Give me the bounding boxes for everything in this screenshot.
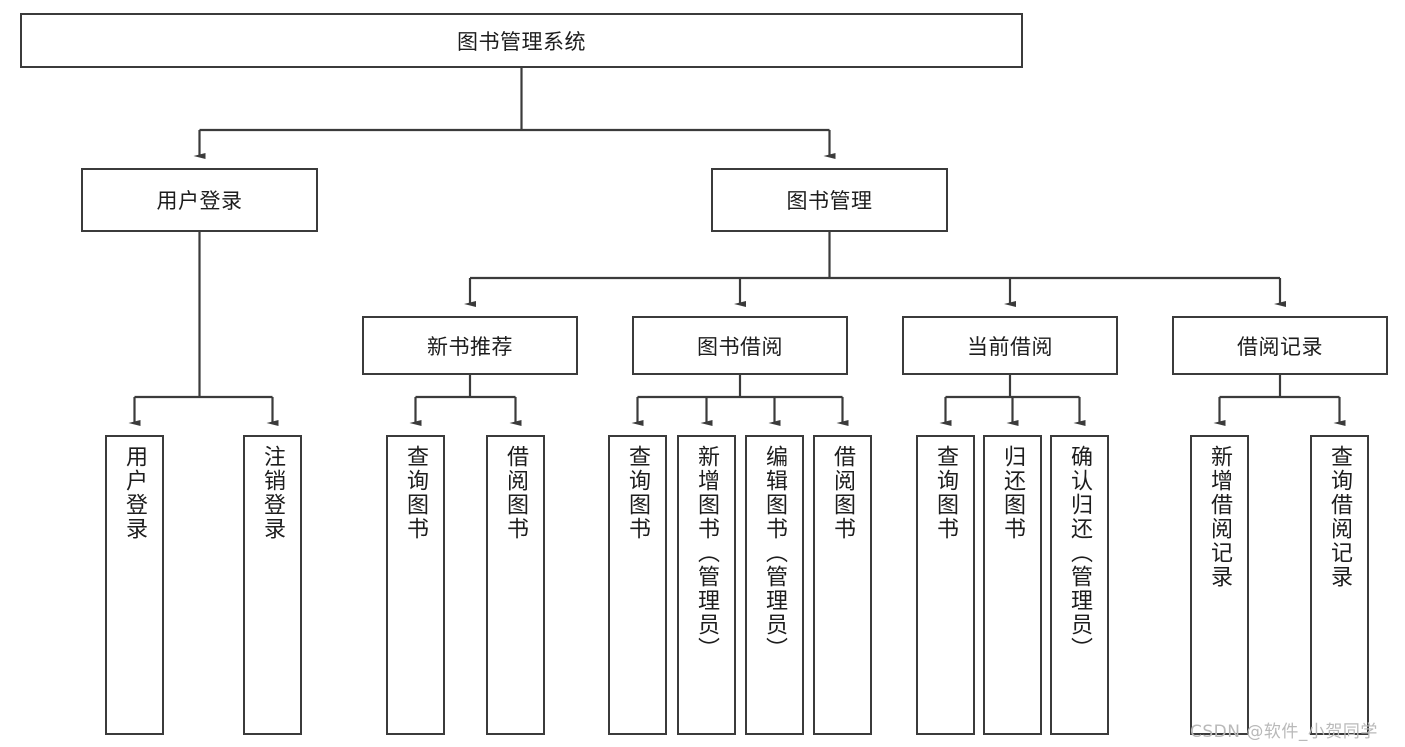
node-label: 编辑图书（管理员） xyxy=(762,445,788,661)
node-leaf-add-borrow-record[interactable]: 新增借阅记录 xyxy=(1190,435,1249,735)
node-label: 新增图书（管理员） xyxy=(694,445,720,661)
node-leaf-query-book-current[interactable]: 查询图书 xyxy=(916,435,975,735)
node-current-borrow[interactable]: 当前借阅 xyxy=(902,316,1118,375)
node-label: 新增借阅记录 xyxy=(1207,445,1233,589)
node-leaf-query-book-rec[interactable]: 查询图书 xyxy=(386,435,445,735)
node-label: 图书管理 xyxy=(786,189,873,213)
node-label: 查询图书 xyxy=(625,445,651,541)
node-leaf-borrow-book[interactable]: 借阅图书 xyxy=(813,435,872,735)
node-label: 借阅图书 xyxy=(503,445,529,541)
node-label: 归还图书 xyxy=(1000,445,1026,541)
node-book-manage[interactable]: 图书管理 xyxy=(711,168,948,232)
node-label: 图书借阅 xyxy=(697,334,783,359)
node-label: 图书管理系统 xyxy=(457,29,586,54)
node-label: 注销登录 xyxy=(260,445,286,541)
node-leaf-user-login[interactable]: 用户登录 xyxy=(105,435,164,735)
node-new-book-recommend[interactable]: 新书推荐 xyxy=(362,316,578,375)
node-leaf-borrow-book-rec[interactable]: 借阅图书 xyxy=(486,435,545,735)
node-leaf-add-book-admin[interactable]: 新增图书（管理员） xyxy=(677,435,736,735)
node-label: 查询图书 xyxy=(403,445,429,541)
node-label: 用户登录 xyxy=(156,189,243,213)
node-label: 查询借阅记录 xyxy=(1327,445,1353,589)
csdn-watermark: CSDN @软件_小贺同学 xyxy=(1190,722,1378,742)
node-leaf-return-book[interactable]: 归还图书 xyxy=(983,435,1042,735)
node-label: 查询图书 xyxy=(933,445,959,541)
node-user-login[interactable]: 用户登录 xyxy=(81,168,318,232)
node-borrow-record[interactable]: 借阅记录 xyxy=(1172,316,1388,375)
node-label: 新书推荐 xyxy=(427,334,513,359)
node-leaf-edit-book-admin[interactable]: 编辑图书（管理员） xyxy=(745,435,804,735)
node-leaf-confirm-return-admin[interactable]: 确认归还（管理员） xyxy=(1050,435,1109,735)
node-leaf-query-borrow-record[interactable]: 查询借阅记录 xyxy=(1310,435,1369,735)
node-label: 借阅图书 xyxy=(830,445,856,541)
node-label: 当前借阅 xyxy=(967,334,1053,359)
node-label: 用户登录 xyxy=(122,445,148,541)
node-leaf-user-logout[interactable]: 注销登录 xyxy=(243,435,302,735)
node-root[interactable]: 图书管理系统 xyxy=(20,13,1023,68)
node-book-borrow[interactable]: 图书借阅 xyxy=(632,316,848,375)
node-label: 确认归还（管理员） xyxy=(1067,445,1093,661)
node-label: 借阅记录 xyxy=(1237,334,1323,359)
node-leaf-query-book-borrow[interactable]: 查询图书 xyxy=(608,435,667,735)
